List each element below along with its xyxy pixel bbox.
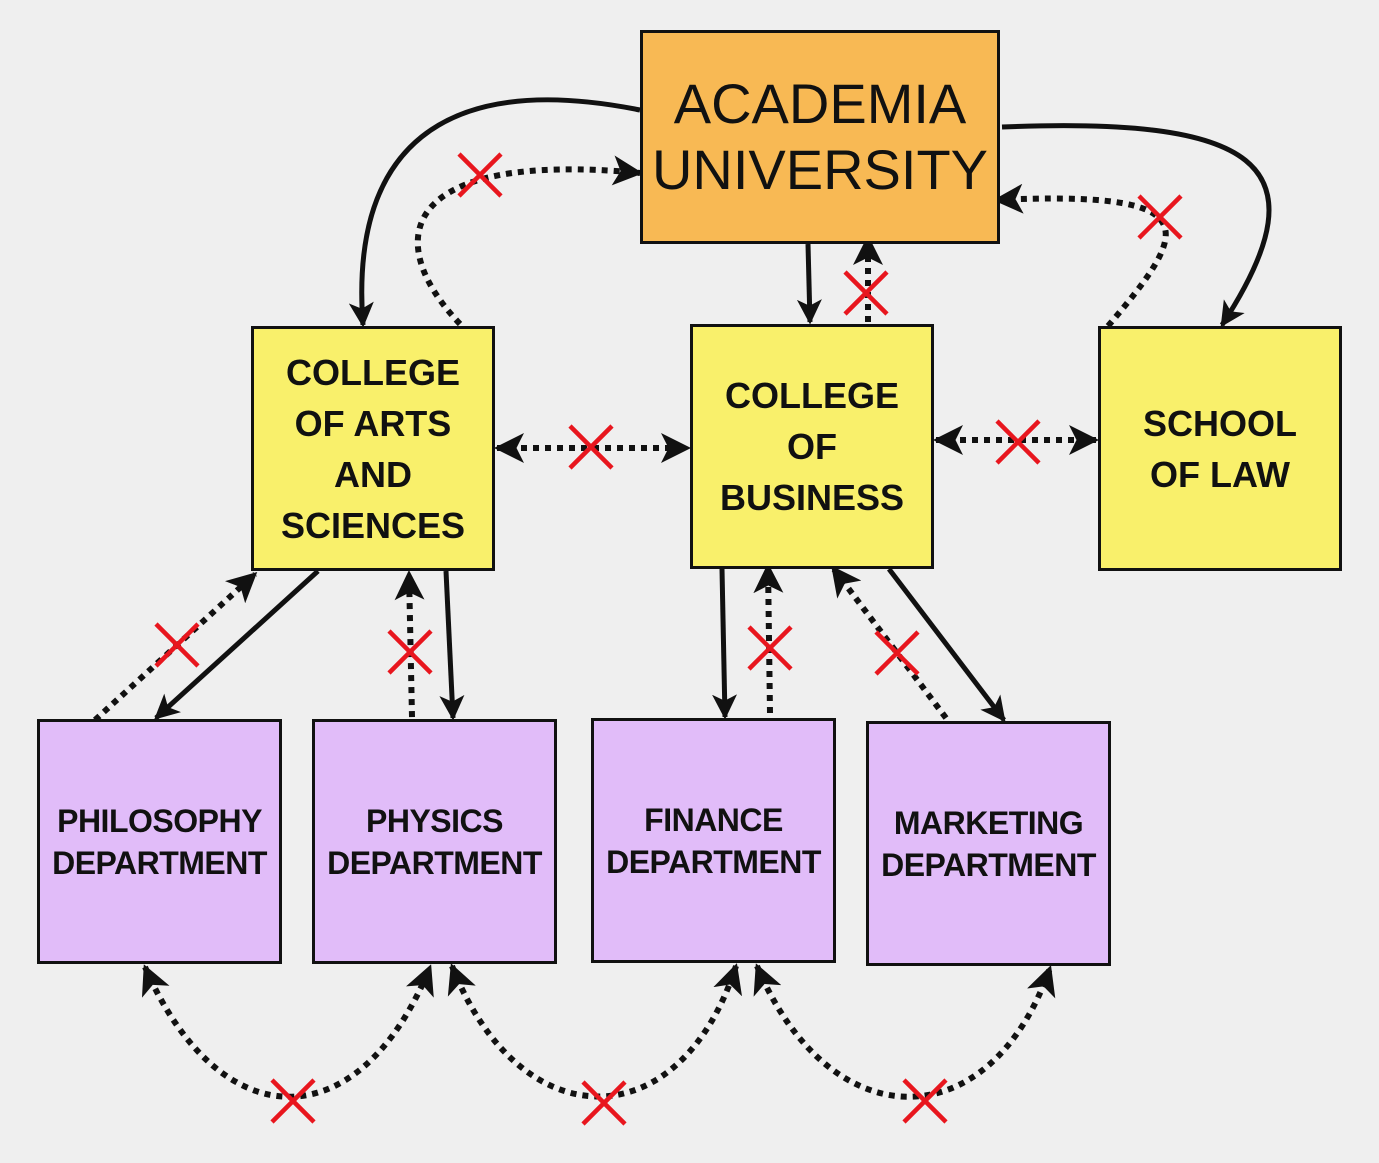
connector-arts_sciences-to-physics bbox=[439, 570, 465, 721]
blocked-x-mark bbox=[581, 1080, 627, 1126]
node-label: MARKETING DEPARTMENT bbox=[881, 804, 1096, 883]
blocked-x-mark bbox=[568, 424, 614, 470]
connector-arts_sciences-to-philosophy bbox=[154, 569, 320, 720]
blocked-x-mark bbox=[154, 622, 200, 668]
connector-university-to-business bbox=[796, 243, 822, 325]
connector-philosophy-to-physics bbox=[141, 964, 434, 1100]
blocked-x-mark bbox=[902, 1078, 948, 1124]
blocked-x-mark bbox=[387, 629, 433, 675]
node-academia-university: ACADEMIA UNIVERSITY bbox=[640, 30, 1000, 244]
connector-law-to-university bbox=[993, 183, 1169, 328]
connector-finance-to-marketing bbox=[753, 963, 1056, 1100]
blocked-x-mark bbox=[747, 625, 793, 671]
node-label: COLLEGE OF BUSINESS bbox=[719, 375, 905, 518]
node-finance-department: FINANCE DEPARTMENT bbox=[591, 718, 836, 963]
blocked-x-mark bbox=[995, 419, 1041, 465]
blocked-x-mark bbox=[1137, 194, 1183, 240]
node-school-of-law: SCHOOL OF LAW bbox=[1098, 326, 1342, 571]
connector-university-to-arts_sciences bbox=[348, 97, 641, 328]
connector-physics-to-finance bbox=[447, 963, 742, 1100]
node-label: SCHOOL OF LAW bbox=[1142, 402, 1297, 495]
blocked-x-mark bbox=[874, 630, 920, 676]
connector-finance-to-business bbox=[753, 563, 784, 714]
connector-physics-to-arts_sciences bbox=[394, 570, 425, 718]
node-label: COLLEGE OF ARTS AND SCIENCES bbox=[280, 351, 466, 546]
connector-university-to-law bbox=[1001, 123, 1272, 328]
node-college-of-business: COLLEGE OF BUSINESS bbox=[690, 324, 934, 569]
blocked-x-mark bbox=[457, 152, 503, 198]
node-label: ACADEMIA UNIVERSITY bbox=[651, 72, 989, 201]
blocked-x-mark bbox=[270, 1078, 316, 1124]
connector-marketing-to-business bbox=[830, 565, 949, 720]
node-marketing-department: MARKETING DEPARTMENT bbox=[866, 721, 1111, 966]
node-philosophy-department: PHILOSOPHY DEPARTMENT bbox=[37, 719, 282, 964]
node-physics-department: PHYSICS DEPARTMENT bbox=[312, 719, 557, 964]
node-label: FINANCE DEPARTMENT bbox=[606, 801, 821, 880]
connector-business-to-finance bbox=[712, 568, 738, 720]
node-label: PHILOSOPHY DEPARTMENT bbox=[52, 802, 267, 881]
node-college-of-arts-and-sciences: COLLEGE OF ARTS AND SCIENCES bbox=[251, 326, 495, 571]
connector-business-to-marketing bbox=[887, 567, 1006, 722]
node-label: PHYSICS DEPARTMENT bbox=[327, 802, 542, 881]
blocked-x-mark bbox=[843, 270, 889, 316]
connector-arts_sciences-to-university bbox=[414, 155, 643, 327]
